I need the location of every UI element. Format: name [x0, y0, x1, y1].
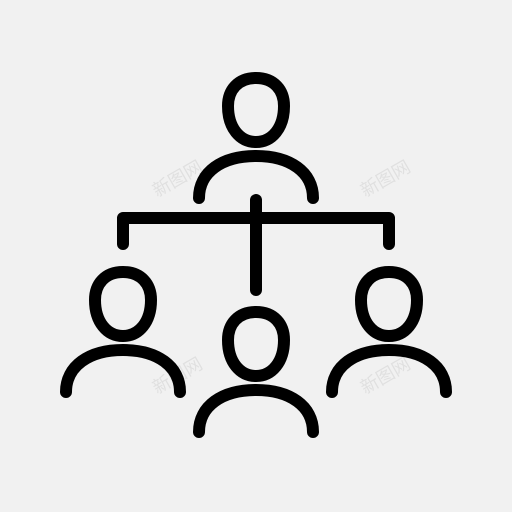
top-person-head: [222, 72, 290, 148]
middle-person-icon: [193, 306, 319, 438]
left-person-head: [89, 266, 157, 342]
right-person-head: [355, 266, 423, 342]
right-person-shoulders: [326, 344, 452, 398]
hierarchy-connector: [117, 194, 395, 296]
top-person-shoulders: [193, 150, 319, 204]
right-person-icon: [326, 266, 452, 398]
top-person-icon: [193, 72, 319, 204]
connector-horizontal-bar: [117, 212, 395, 250]
left-person-icon: [60, 266, 186, 398]
left-person-shoulders: [60, 344, 186, 398]
middle-person-head: [222, 306, 290, 382]
middle-person-shoulders: [193, 384, 319, 438]
